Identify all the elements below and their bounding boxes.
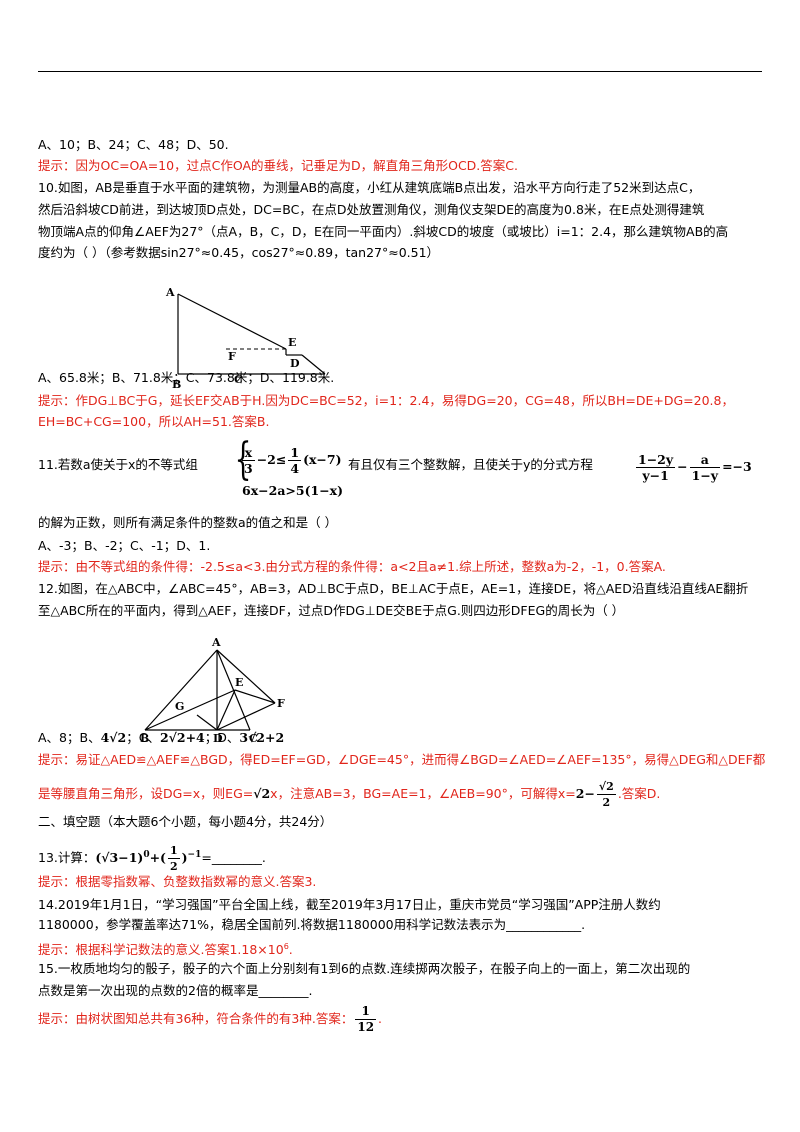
q10-text-line2: 然后沿斜坡CD前进，到达坡顶D点处，DC=BC，在点D处放置测角仪，测角仪支架D… bbox=[38, 202, 705, 217]
q12-label-g: G bbox=[175, 700, 184, 713]
q10-text-line3: 物顶端A点的仰角∠AEF为27°（点A，B，C，D，E在同一平面内）.斜坡CD的… bbox=[38, 224, 729, 239]
q12-hint-sqrt2: √2 bbox=[253, 786, 271, 801]
q10-hint-line2: EH=BC+CG=100，所以AH=51.答案B. bbox=[38, 414, 270, 429]
q10-options: A、65.8米；B、71.8米；C、73.8米；D、119.8米. bbox=[38, 370, 335, 385]
q10-figure: A E F D B C bbox=[165, 286, 326, 391]
q12-hint-line2: 是等腰直角三角形，设DG=x，则EG=√2x，注意AB=3，BG=AE=1，∠A… bbox=[38, 779, 660, 810]
q11-ineq1-a-den: 3 bbox=[244, 461, 253, 476]
q15-ans-num: 1 bbox=[355, 1004, 377, 1020]
q12-opt-c-label: ；C、 bbox=[126, 730, 160, 745]
q12-label-c: C bbox=[249, 732, 258, 745]
q12-hint-frac-num: √2 bbox=[596, 780, 616, 795]
q11-eq-f2-den: 1−y bbox=[691, 468, 719, 483]
q12-label-e: E bbox=[235, 676, 243, 689]
q11-eq-f1-num: 1−2y bbox=[636, 452, 676, 468]
q10-hint-line1: 提示：作DG⊥BC于G，延长EF交AB于H.因为DC=BC=52，i=1：2.4… bbox=[38, 393, 734, 408]
q10-label-a: A bbox=[165, 286, 175, 299]
q11-prefix: 11.若数a使关于x的不等式组 bbox=[38, 457, 198, 472]
q12-label-f: F bbox=[277, 697, 285, 710]
q12-opt-c: 2√2+4 bbox=[159, 730, 205, 745]
q10-label-c: C bbox=[234, 373, 243, 386]
q11-hint: 提示：由不等式组的条件得：-2.5≤a<3.由分式方程的条件得：a<2且a≠1.… bbox=[38, 559, 666, 574]
q15-text-line1: 15.一枚质地均匀的骰子，骰子的六个面上分别刻有1到6的点数.连续掷两次骰子，在… bbox=[38, 961, 691, 976]
q12-opt-b: 4√2 bbox=[100, 730, 127, 745]
q12-label-b: B bbox=[140, 732, 149, 745]
q12-figure: A E F G B D C bbox=[140, 636, 285, 745]
q10-label-b: B bbox=[172, 378, 181, 391]
q11-ineq2: 6x−2a>5(1−x) bbox=[242, 483, 344, 498]
q12-opt-d: 3√2+2 bbox=[239, 730, 285, 745]
q12-options: A、8；B、4√2；C、2√2+4；D、3√2+2 bbox=[38, 729, 284, 747]
q13-expr-a: (√3−1) bbox=[95, 850, 144, 865]
q12-hint-a: 是等腰直角三角形，设DG=x，则EG= bbox=[38, 786, 254, 801]
q11-ineq1-b-den: 4 bbox=[290, 461, 300, 476]
q10-text-line4: 度约为（ ）（参考数据sin27°≈0.45，cos27°≈0.89，tan27… bbox=[38, 245, 440, 260]
q14-hint-main: 提示：根据科学记数法的意义.答案1.18×10 bbox=[38, 942, 284, 958]
q10-label-f: F bbox=[228, 350, 236, 363]
q11-eq-minus: − bbox=[677, 459, 688, 474]
q12-hint-c: x，注意AB=3，BG=AE=1，∠AEB=90°，可解得x= bbox=[270, 786, 576, 801]
q13-close: ) bbox=[181, 850, 188, 865]
q15-ans-den: 12 bbox=[357, 1020, 375, 1034]
q14-hint-end: . bbox=[288, 942, 293, 958]
q11-options: A、-3；B、-2；C、-1；D、1. bbox=[38, 538, 211, 553]
q12-text-line2: 至△ABC所在的平面内，得到△AEF，连接DF，过点D作DG⊥DE交BE于点G.… bbox=[38, 603, 625, 618]
q10-text-line1: 10.如图，AB是垂直于水平面的建筑物，为测量AB的高度，小红从建筑底端B点出发… bbox=[38, 180, 701, 195]
q10-label-d: D bbox=[290, 357, 300, 370]
q13-hint: 提示：根据零指数幂、负整数指数幂的意义.答案3. bbox=[38, 874, 317, 889]
q14-hint: 提示：根据科学记数法的意义.答案1.18×106. bbox=[38, 938, 293, 959]
q9-options: A、10；B、24；C、48；D、50. bbox=[38, 137, 229, 152]
header-rule bbox=[38, 71, 762, 72]
q11-eq-rhs: =−3 bbox=[722, 459, 752, 474]
q11-ineq1-end: (x−7) bbox=[303, 452, 342, 467]
q12-label-d: D bbox=[213, 732, 223, 745]
q11-ineq1-mid: −2≤ bbox=[256, 452, 287, 467]
q11-middle: 有且仅有三个整数解，且使关于y的分式方程 bbox=[348, 457, 593, 472]
q13-blank: =________. bbox=[201, 850, 266, 865]
q14-text-line1: 14.2019年1月1日，“学习强国”平台全国上线，截至2019年3月17日止，… bbox=[38, 897, 661, 912]
q13-plus: +( bbox=[149, 850, 166, 865]
q12-hint-e: .答案D. bbox=[617, 786, 661, 801]
q12-text-line1: 12.如图，在△ABC中，∠ABC=45°，AB=3，AD⊥BC于点D，BE⊥A… bbox=[38, 581, 749, 596]
q13-exp-neg1: −1 bbox=[187, 849, 202, 860]
q13-half-den: 2 bbox=[169, 860, 178, 873]
q12-hint-line1: 提示：易证△AED≌△AEF≌△BGD，得ED=EF=GD，∠DGE=45°，进… bbox=[38, 752, 766, 767]
q11-text-line2: 的解为正数，则所有满足条件的整数a的值之和是（ ） bbox=[38, 515, 338, 530]
q13-exp0: 0 bbox=[143, 849, 150, 860]
q12-label-a: A bbox=[211, 636, 221, 649]
q11-eq-f2-num: a bbox=[689, 452, 721, 468]
section-fill-in-title: 二、填空题（本大题6个小题，每小题4分，共24分） bbox=[38, 814, 333, 829]
q10-label-e: E bbox=[288, 336, 296, 349]
q12-hint-frac-den: 2 bbox=[602, 796, 611, 809]
q11-ineq1-b-num: 1 bbox=[288, 445, 302, 461]
q15-hint-end: . bbox=[378, 1011, 383, 1026]
q12-opt-d-label: ；D、 bbox=[204, 730, 240, 745]
q15-text-line2: 点数是第一次出现的点数的2倍的概率是________. bbox=[38, 983, 313, 998]
q12-hint-d: 2− bbox=[575, 786, 595, 801]
q13-prefix: 13.计算： bbox=[38, 850, 96, 865]
q11-eq-f1-den: y−1 bbox=[642, 468, 669, 483]
q15-hint-main: 提示：由树状图知总共有36种，符合条件的有3种.答案： bbox=[38, 1011, 354, 1026]
q14-hint-exp: 6 bbox=[283, 942, 289, 951]
q9-hint: 提示：因为OC=OA=10，过点C作OA的垂线，记垂足为D，解直角三角形OCD.… bbox=[38, 158, 518, 173]
q13-half-num: 1 bbox=[167, 844, 180, 859]
q11-system-brace: { bbox=[234, 434, 252, 485]
q14-text-line2: 1180000，参学覆盖率达71%，稳居全国前列.将数据1180000用科学记数… bbox=[38, 917, 586, 932]
q12-opt-a: A、8；B、 bbox=[38, 730, 101, 745]
q11-ineq1-a-num: x bbox=[242, 445, 255, 461]
